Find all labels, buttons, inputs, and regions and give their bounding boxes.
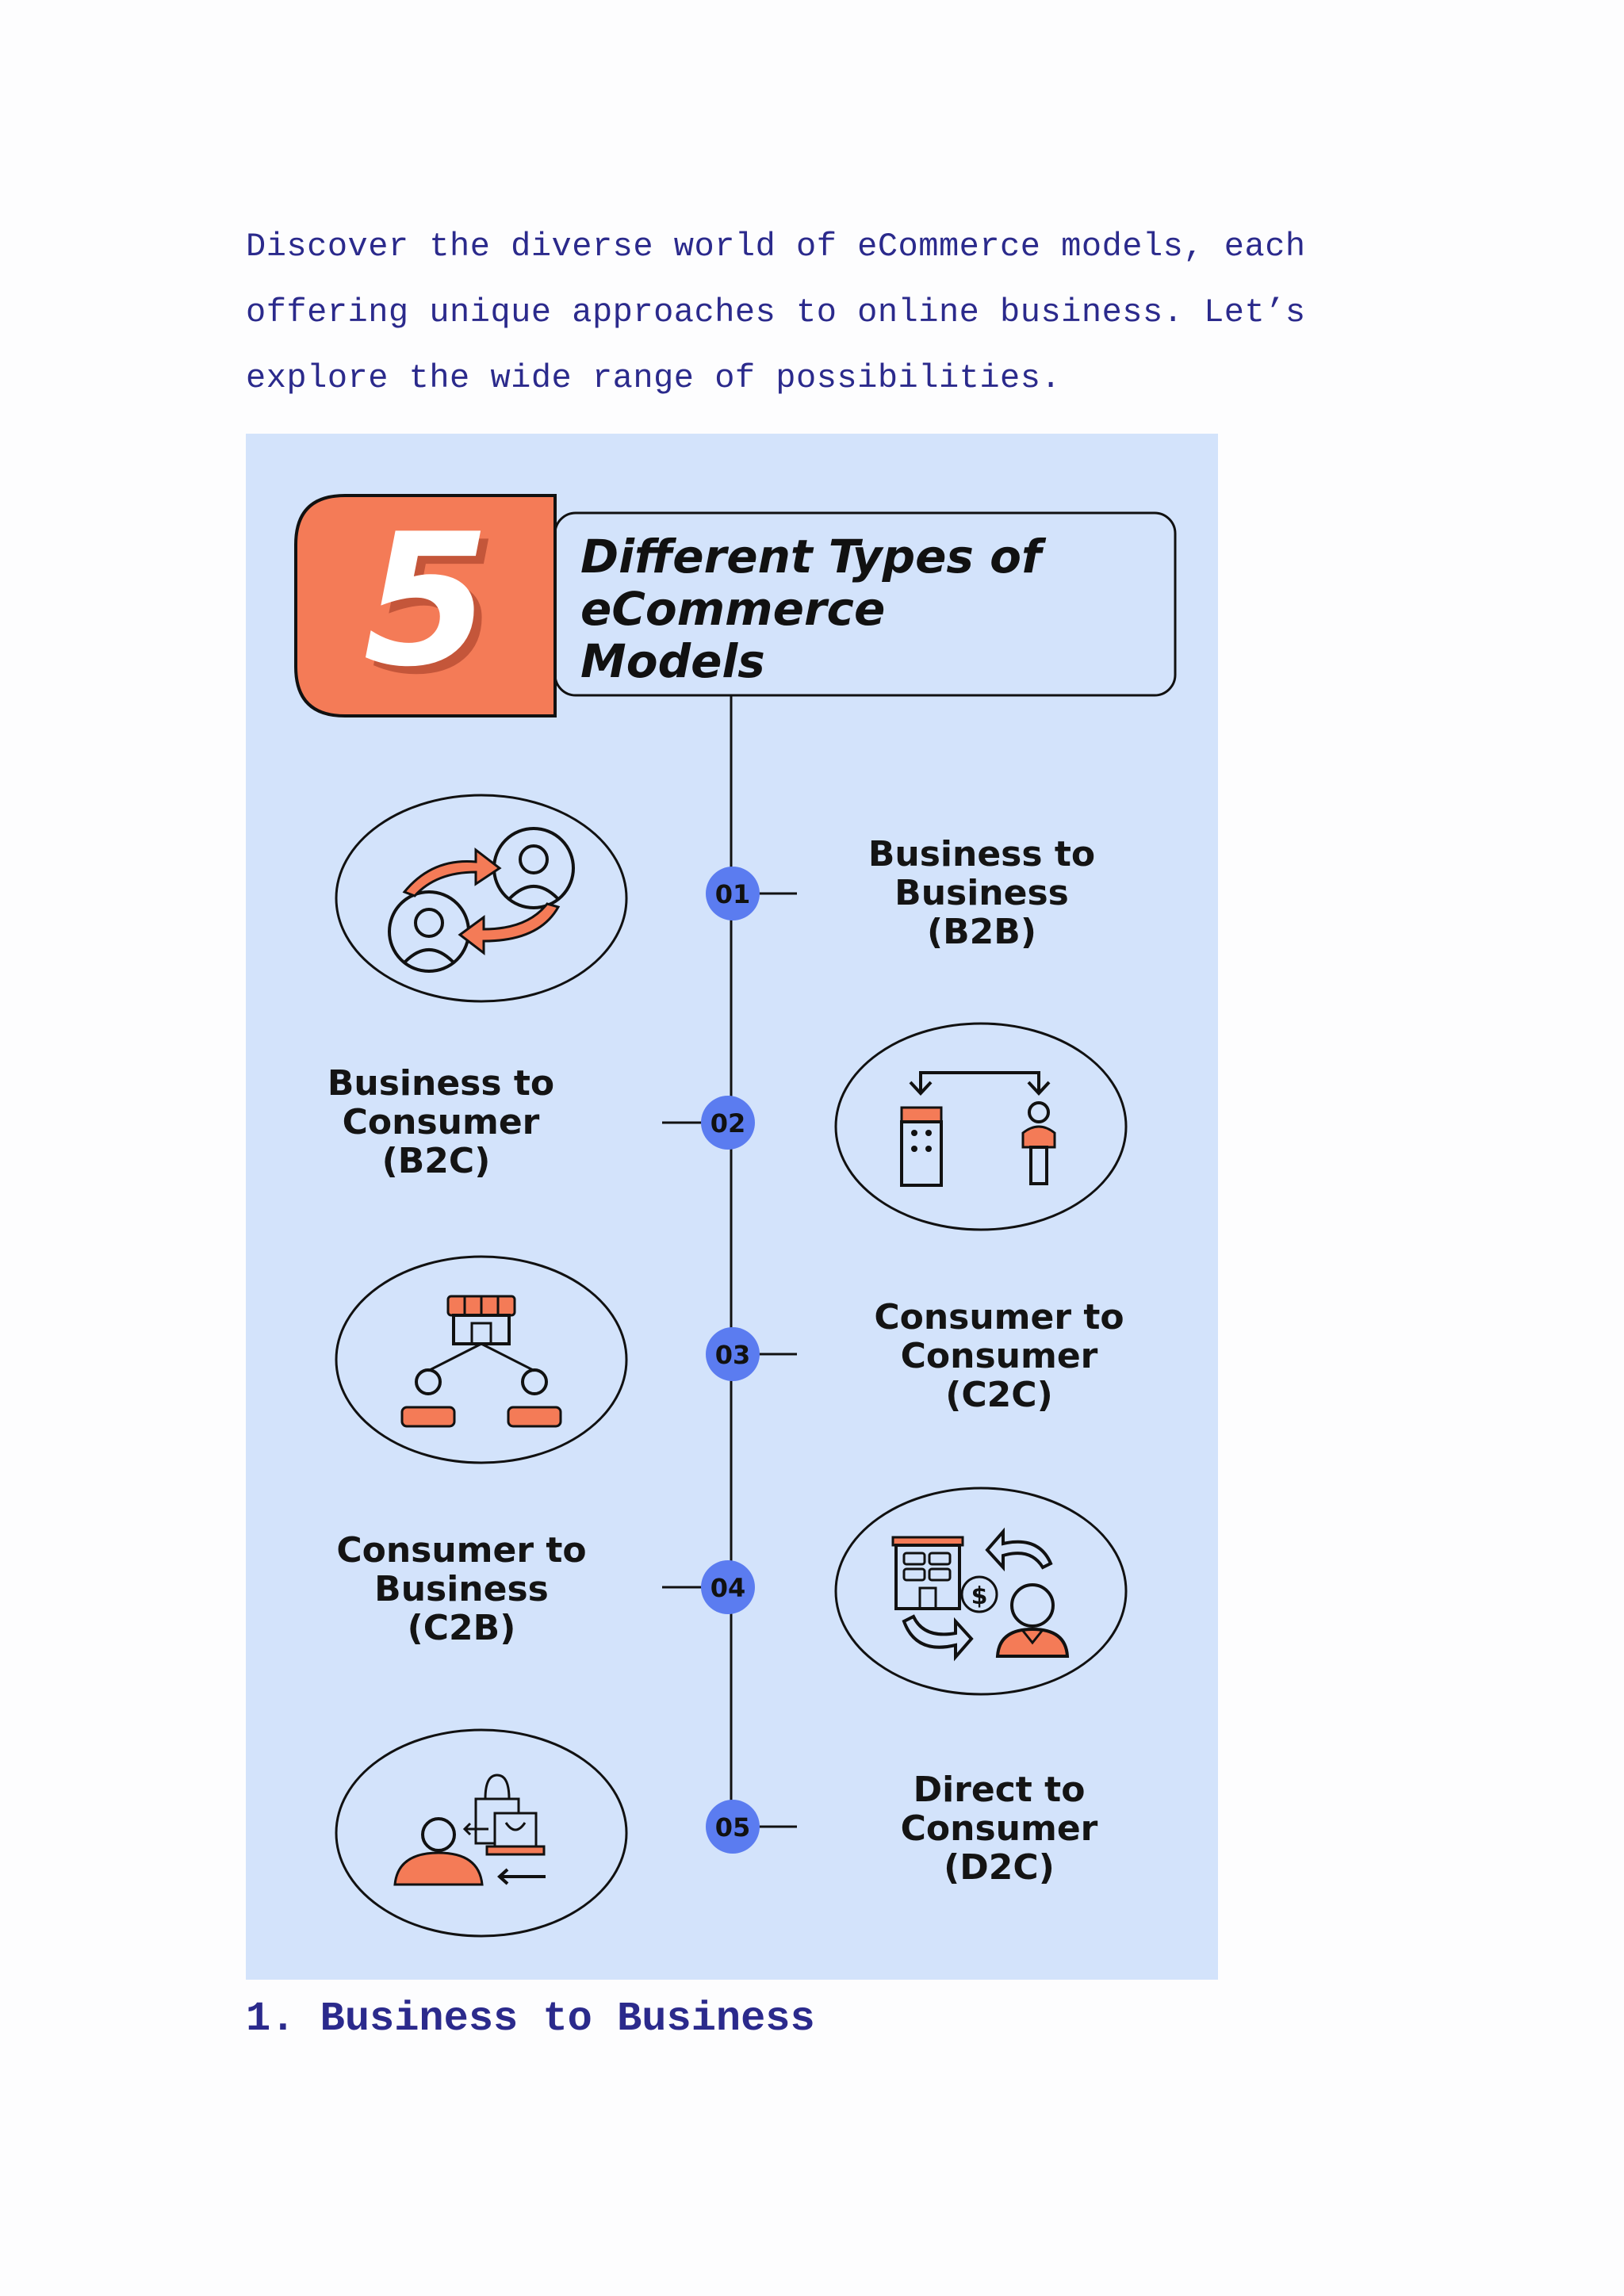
title-line-1: Different Types of xyxy=(580,530,1047,584)
badge-03-number: 03 xyxy=(715,1340,751,1370)
b2b-line-3: (B2B) xyxy=(927,912,1036,952)
ecommerce-models-infographic: 5 5 Different Types of eCommerce Models … xyxy=(246,434,1218,1980)
dollar-icon: $ xyxy=(971,1582,988,1610)
intro-paragraph: Discover the diverse world of eCommerce … xyxy=(246,214,1356,411)
badge-05 xyxy=(706,1800,760,1854)
intro-line-2: offering unique approaches to online bus… xyxy=(246,293,1306,331)
model-item-c2c: 03 Consumer to Consumer (C2C) xyxy=(335,1255,1124,1464)
d2c-line-3: (D2C) xyxy=(944,1847,1055,1888)
badge-01-number: 01 xyxy=(715,879,751,909)
direct-shopping-icon xyxy=(335,1728,628,1938)
c2b-line-3: (C2B) xyxy=(408,1608,516,1648)
people-exchange-icon xyxy=(335,794,628,1003)
c2b-line-2: Business xyxy=(374,1569,549,1609)
number-five: 5 xyxy=(363,496,490,707)
intro-line-1: Discover the diverse world of eCommerce … xyxy=(246,228,1306,266)
badge-02-number: 02 xyxy=(710,1108,746,1138)
badge-04 xyxy=(701,1560,755,1614)
title-line-3: Models xyxy=(580,634,765,688)
badge-01 xyxy=(706,867,760,920)
model-item-b2b: 01 Business to Business (B2B) xyxy=(335,794,1095,1003)
b2c-line-3: (B2C) xyxy=(382,1141,491,1181)
consumer-to-business-icon: $ xyxy=(834,1487,1128,1696)
b2b-line-2: Business xyxy=(894,873,1069,913)
intro-line-3: explore the wide range of possibilities. xyxy=(246,359,1062,397)
badge-05-number: 05 xyxy=(715,1812,751,1843)
section-heading: 1. Business to Business xyxy=(246,1996,815,2042)
c2c-line-3: (C2C) xyxy=(945,1375,1052,1415)
b2c-line-2: Consumer xyxy=(343,1102,540,1142)
number-five-shadow: 5 xyxy=(371,503,498,715)
model-item-d2c: 05 Direct to Consumer (D2C) xyxy=(335,1728,1098,1938)
d2c-line-2: Consumer xyxy=(901,1808,1098,1849)
badge-03 xyxy=(706,1327,760,1381)
marketplace-icon xyxy=(335,1255,628,1464)
title-line-2: eCommerce xyxy=(580,582,885,636)
badge-04-number: 04 xyxy=(710,1573,746,1603)
badge-02 xyxy=(701,1096,755,1150)
b2b-line-1: Business to xyxy=(868,834,1095,874)
c2c-line-1: Consumer to xyxy=(874,1297,1124,1337)
model-item-b2c: 02 Business to Consumer (B2C) xyxy=(327,1022,1128,1231)
building-to-person-icon xyxy=(834,1022,1128,1231)
infographic-svg: 5 5 Different Types of eCommerce Models … xyxy=(294,494,1177,1938)
d2c-line-1: Direct to xyxy=(914,1770,1086,1810)
model-item-c2b: 04 Consumer to Business (C2B) $ xyxy=(336,1487,1128,1696)
b2c-line-1: Business to xyxy=(327,1063,554,1104)
number-box xyxy=(294,494,557,718)
c2c-line-2: Consumer xyxy=(901,1336,1098,1376)
c2b-line-1: Consumer to xyxy=(336,1530,586,1571)
